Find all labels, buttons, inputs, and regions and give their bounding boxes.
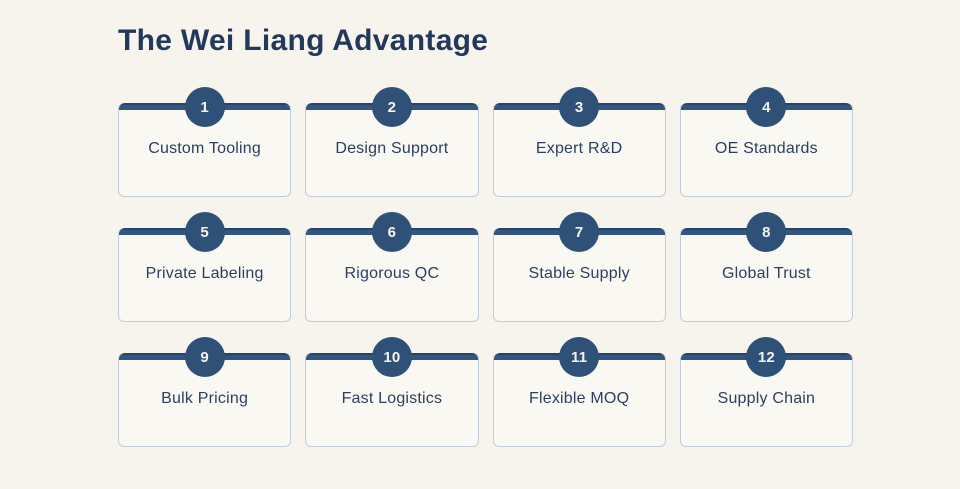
advantage-card-global-trust: 8 Global Trust [679, 212, 853, 322]
badge-number: 7 [574, 223, 584, 241]
advantage-card-bulk-pricing: 9 Bulk Pricing [118, 337, 292, 447]
number-badge: 11 [559, 337, 600, 377]
advantage-cards-grid: 1 Custom Tooling 2 Design Support 3 Expe… [118, 87, 853, 447]
badge-number: 2 [387, 98, 397, 116]
advantage-card-custom-tooling: 1 Custom Tooling [118, 87, 292, 197]
number-badge: 3 [559, 87, 600, 127]
advantage-card-fast-logistics: 10 Fast Logistics [305, 337, 479, 447]
badge-number: 6 [387, 223, 397, 241]
badge-number: 3 [574, 98, 584, 116]
card-label: Custom Tooling [148, 140, 262, 157]
card-label: Bulk Pricing [161, 390, 249, 407]
number-badge: 2 [371, 87, 412, 127]
number-badge: 5 [184, 212, 225, 252]
badge-number: 12 [757, 348, 775, 366]
card-label: Fast Logistics [341, 390, 443, 407]
number-badge: 10 [371, 337, 412, 377]
badge-number: 8 [762, 223, 771, 241]
card-label: Rigorous QC [344, 265, 440, 282]
number-badge: 8 [746, 212, 787, 252]
advantage-card-flexible-moq: 11 Flexible MOQ [492, 337, 666, 447]
card-label: Stable Supply [528, 265, 630, 282]
advantage-card-expert-rd: 3 Expert R&D [492, 87, 666, 197]
number-badge: 4 [746, 87, 787, 127]
badge-number: 5 [200, 223, 209, 241]
advantage-card-rigorous-qc: 6 Rigorous QC [305, 212, 479, 322]
badge-number: 4 [762, 98, 771, 116]
badge-number: 1 [200, 98, 209, 116]
number-badge: 6 [371, 212, 412, 252]
number-badge: 12 [746, 337, 787, 377]
badge-number: 10 [383, 348, 401, 366]
card-label: Design Support [335, 140, 449, 157]
advantage-card-oe-standards: 4 OE Standards [679, 87, 853, 197]
card-label: OE Standards [714, 140, 818, 157]
advantage-card-private-labeling: 5 Private Labeling [118, 212, 292, 322]
badge-number: 9 [200, 348, 209, 366]
advantage-card-stable-supply: 7 Stable Supply [492, 212, 666, 322]
number-badge: 1 [184, 87, 225, 127]
number-badge: 7 [559, 212, 600, 252]
page-title: The Wei Liang Advantage [118, 24, 489, 57]
card-label: Supply Chain [717, 390, 816, 407]
card-label: Private Labeling [145, 265, 264, 282]
advantage-card-supply-chain: 12 Supply Chain [679, 337, 853, 447]
card-label: Expert R&D [535, 140, 623, 157]
advantage-card-design-support: 2 Design Support [305, 87, 479, 197]
number-badge: 9 [184, 337, 225, 377]
badge-number: 11 [570, 348, 588, 366]
card-label: Global Trust [722, 265, 811, 282]
card-label: Flexible MOQ [529, 390, 630, 407]
